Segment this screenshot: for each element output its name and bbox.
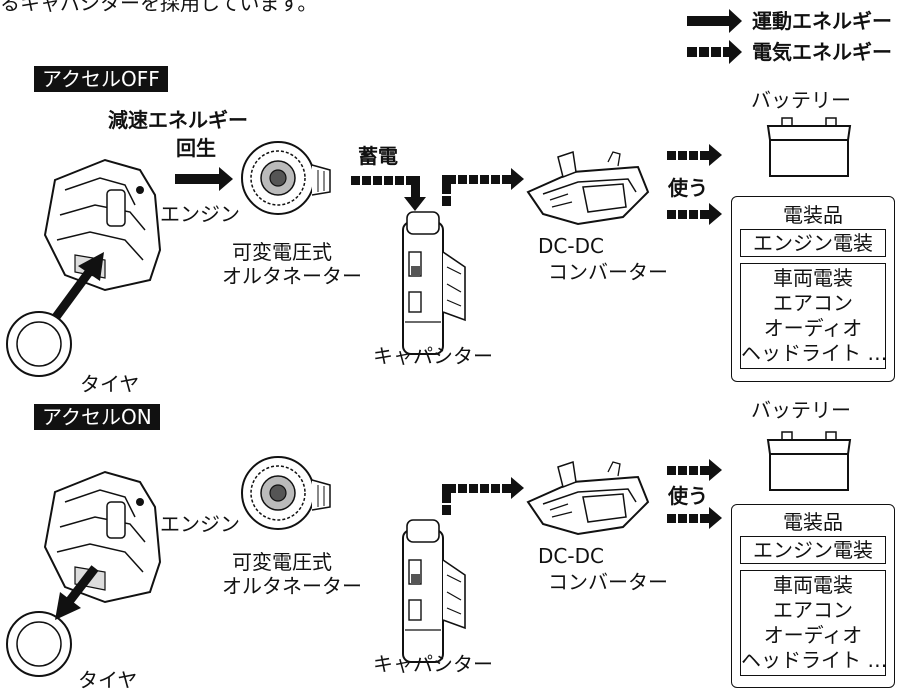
alternator-label-line1: 可変電圧式 bbox=[232, 240, 332, 264]
capacitor-to-dcdc-arrow bbox=[442, 477, 524, 515]
capacitor-label: キャパシター bbox=[373, 652, 493, 676]
engine-image bbox=[44, 471, 161, 603]
list-item: 車両電装 bbox=[773, 266, 853, 290]
list-item: 車両電装 bbox=[773, 573, 853, 597]
engine-label: エンジン bbox=[160, 202, 240, 226]
alternator-to-capacitor-arrow bbox=[351, 176, 426, 211]
capacitor-image bbox=[402, 211, 466, 355]
tire-to-engine-arrow bbox=[52, 252, 104, 320]
alternator-image bbox=[241, 141, 331, 215]
alternator-label-line2: オルタネーター bbox=[222, 574, 362, 598]
electrical-equipment-box: 電装品 エンジン電装 車両電装 エアコン オーディオ ヘッドライト … bbox=[731, 504, 895, 688]
legend-electric-arrow bbox=[687, 40, 742, 64]
electrical-equipment-box: 電装品 エンジン電装 車両電装 エアコン オーディオ ヘッドライト … bbox=[731, 196, 895, 382]
battery-image bbox=[767, 117, 851, 177]
list-item: オーディオ bbox=[763, 623, 863, 647]
regen-label-2: 回生 bbox=[176, 136, 216, 160]
intro-text: るキャパシターを採用しています。 bbox=[0, 0, 318, 15]
dcdc-to-electrical-arrow bbox=[667, 507, 722, 529]
alternator-label-line1: 可変電圧式 bbox=[232, 550, 332, 574]
tire-label: タイヤ bbox=[80, 372, 140, 396]
vehicle-electrical-list: 車両電装 エアコン オーディオ ヘッドライト … bbox=[740, 570, 888, 676]
alternator-image bbox=[241, 456, 331, 530]
dcdc-label-line1: DC-DC bbox=[538, 234, 604, 258]
legend-kinetic-arrow bbox=[687, 9, 742, 33]
capacitor-image bbox=[402, 519, 466, 663]
alternator-label-line2: オルタネーター bbox=[222, 264, 362, 288]
regen-label: 減速エネルギー bbox=[108, 108, 248, 132]
battery-image bbox=[767, 431, 851, 491]
list-item: ヘッドライト … bbox=[741, 341, 888, 365]
dcdc-image bbox=[527, 461, 649, 535]
capacitor-label: キャパシター bbox=[373, 344, 493, 368]
use-label: 使う bbox=[668, 484, 708, 508]
dcdc-to-battery-arrow bbox=[667, 144, 722, 166]
alternator-label: 可変電圧式 オルタネーター bbox=[222, 240, 362, 288]
list-item: エアコン bbox=[773, 598, 853, 622]
legend-kinetic-label: 運動エネルギー bbox=[752, 9, 892, 33]
vehicle-electrical-list: 車両電装 エアコン オーディオ ヘッドライト … bbox=[740, 263, 888, 369]
list-item: オーディオ bbox=[763, 316, 863, 340]
engine-to-tire-arrow bbox=[55, 565, 99, 620]
engine-electrical-item: エンジン電装 bbox=[740, 229, 886, 257]
electrical-title: 電装品 bbox=[783, 510, 843, 534]
battery-label: バッテリー bbox=[751, 88, 851, 112]
dcdc-to-battery-arrow bbox=[667, 459, 722, 481]
alternator-label: 可変電圧式 オルタネーター bbox=[222, 550, 362, 598]
use-label: 使う bbox=[668, 176, 708, 200]
section-title-accel-on: アクセルON bbox=[34, 404, 160, 430]
engine-to-alternator-arrow bbox=[175, 167, 233, 191]
dcdc-label-line1: DC-DC bbox=[538, 544, 604, 568]
list-item: エアコン bbox=[773, 291, 853, 315]
dcdc-label-line2: コンバーター bbox=[548, 260, 668, 284]
electrical-title: 電装品 bbox=[783, 203, 843, 227]
dcdc-label-line2: コンバーター bbox=[548, 570, 668, 594]
dcdc-image bbox=[527, 151, 649, 225]
charge-label: 蓄電 bbox=[358, 144, 398, 168]
tire-image bbox=[6, 311, 72, 377]
tire-label: タイヤ bbox=[78, 668, 138, 692]
tire-image bbox=[6, 611, 72, 677]
battery-label: バッテリー bbox=[751, 398, 851, 422]
engine-electrical-item: エンジン電装 bbox=[740, 536, 886, 564]
engine-label: エンジン bbox=[160, 512, 240, 536]
legend-electric-label: 電気エネルギー bbox=[752, 40, 892, 64]
capacitor-to-dcdc-arrow bbox=[442, 168, 524, 206]
dcdc-to-electrical-arrow bbox=[667, 203, 722, 225]
list-item: ヘッドライト … bbox=[741, 648, 888, 672]
engine-image bbox=[44, 159, 161, 291]
section-title-accel-off: アクセルOFF bbox=[34, 66, 168, 92]
